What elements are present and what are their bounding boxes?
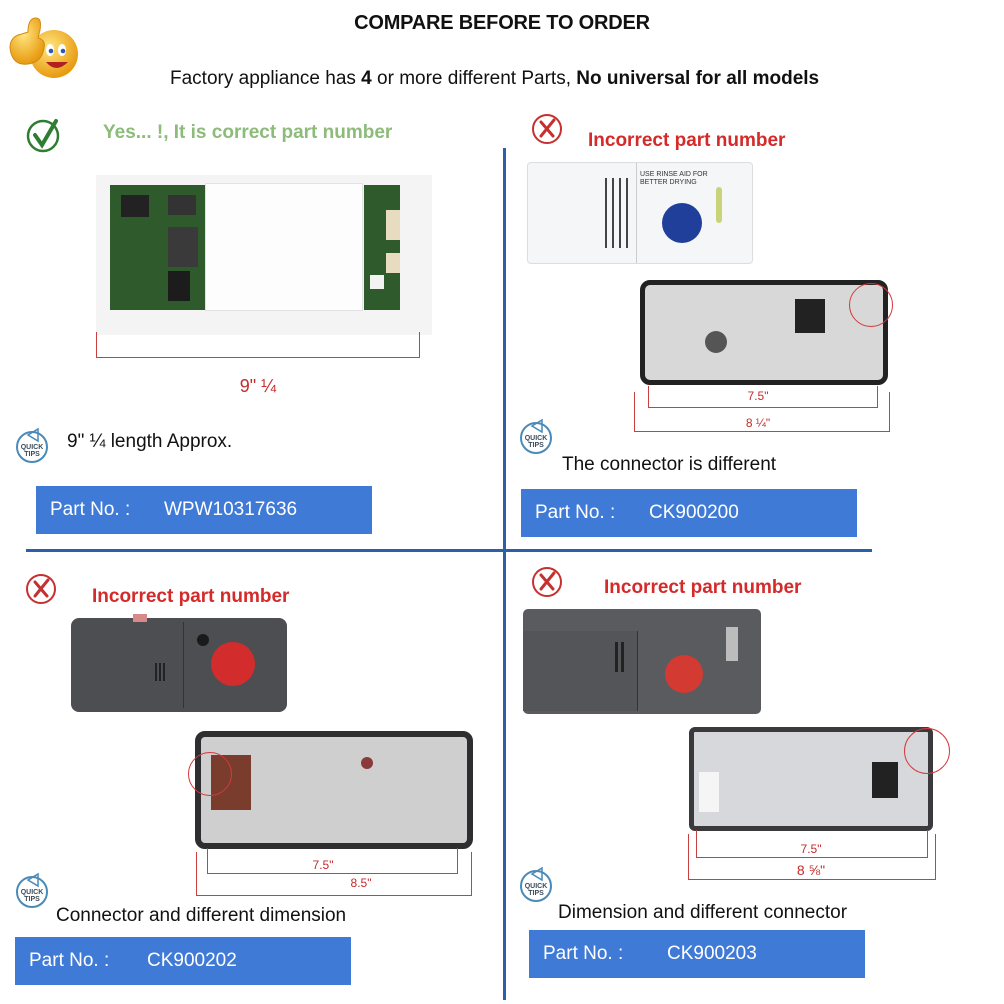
dimension-line-inner: [207, 848, 458, 874]
part-label: Part No. :: [543, 943, 624, 964]
horizontal-divider: [26, 549, 872, 552]
dimension-line-outer: [634, 392, 890, 432]
part-number: CK900203: [667, 943, 757, 964]
red-x-circle-icon: [24, 570, 60, 606]
dispenser-back-image: [640, 280, 888, 385]
dimension-label-inner: 7.5": [312, 858, 334, 872]
dimension-line-outer: [196, 852, 472, 896]
white-dispenser-image: USE RINSE AID FOR BETTER DRYING: [527, 162, 753, 264]
dark-dispenser-image: [71, 614, 287, 712]
svg-text:QUICK: QUICK: [21, 444, 44, 451]
dimension-line-outer: [688, 834, 936, 880]
control-board-image: [96, 175, 432, 335]
red-x-circle-icon: [530, 110, 566, 146]
part-label: Part No. :: [50, 499, 131, 520]
part-label: Part No. :: [29, 950, 110, 971]
part-number: CK900200: [649, 502, 739, 523]
green-check-circle-icon: [24, 115, 64, 155]
svg-text:TIPS: TIPS: [528, 890, 544, 897]
thumbs-up-smiley-icon: [6, 10, 82, 80]
dimension-line: [96, 332, 420, 358]
part-number-box: Part No. : CK900202: [15, 937, 351, 985]
dimension-label-outer: 8.5": [350, 876, 372, 890]
dimension-label-outer: 8 ⅝": [796, 862, 826, 878]
svg-text:QUICK: QUICK: [525, 435, 548, 442]
tip-text: 9" ¼ length Approx.: [67, 431, 233, 452]
tip-text: Connector and different dimension: [56, 905, 347, 926]
dimension-label-outer: 8 ¼": [745, 416, 771, 430]
dispenser-back-image: [689, 727, 933, 831]
status-incorrect: Incorrect part number: [588, 130, 786, 151]
dimension-line-inner: [648, 386, 878, 408]
part-number-box: Part No. : CK900200: [521, 489, 857, 537]
status-incorrect: Incorrect part number: [604, 577, 802, 598]
part-number-box: Part No. : WPW10317636: [36, 486, 372, 534]
dimension-label: 9" ¼: [239, 376, 277, 396]
status-incorrect: Incorrect part number: [92, 586, 290, 607]
part-number: WPW10317636: [164, 499, 298, 520]
part-number: CK900202: [147, 950, 237, 971]
vertical-divider: [503, 148, 506, 1000]
part-number-box: Part No. : CK900203: [529, 930, 865, 978]
svg-text:QUICK: QUICK: [21, 889, 44, 896]
connector-highlight-circle: [849, 283, 893, 327]
page-title: COMPARE BEFORE TO ORDER: [354, 12, 650, 34]
tip-text: The connector is different: [562, 454, 777, 475]
svg-text:QUICK: QUICK: [525, 883, 548, 890]
dimension-label-inner: 7.5": [800, 842, 822, 856]
grey-dispenser-image: [523, 609, 761, 714]
svg-text:TIPS: TIPS: [24, 896, 40, 903]
svg-text:TIPS: TIPS: [528, 442, 544, 449]
part-label: Part No. :: [535, 502, 616, 523]
dispenser-back-image: [195, 731, 473, 849]
page-subtitle: Factory appliance has 4 or more differen…: [170, 68, 820, 89]
dimension-line-inner: [696, 830, 928, 858]
connector-highlight-circle: [904, 728, 950, 774]
tip-text: Dimension and different connector: [558, 902, 848, 923]
red-x-circle-icon: [530, 563, 566, 599]
svg-text:TIPS: TIPS: [24, 451, 40, 458]
dimension-label-inner: 7.5": [747, 389, 769, 403]
connector-highlight-circle: [188, 752, 232, 796]
status-correct: Yes... !, It is correct part number: [103, 122, 393, 143]
